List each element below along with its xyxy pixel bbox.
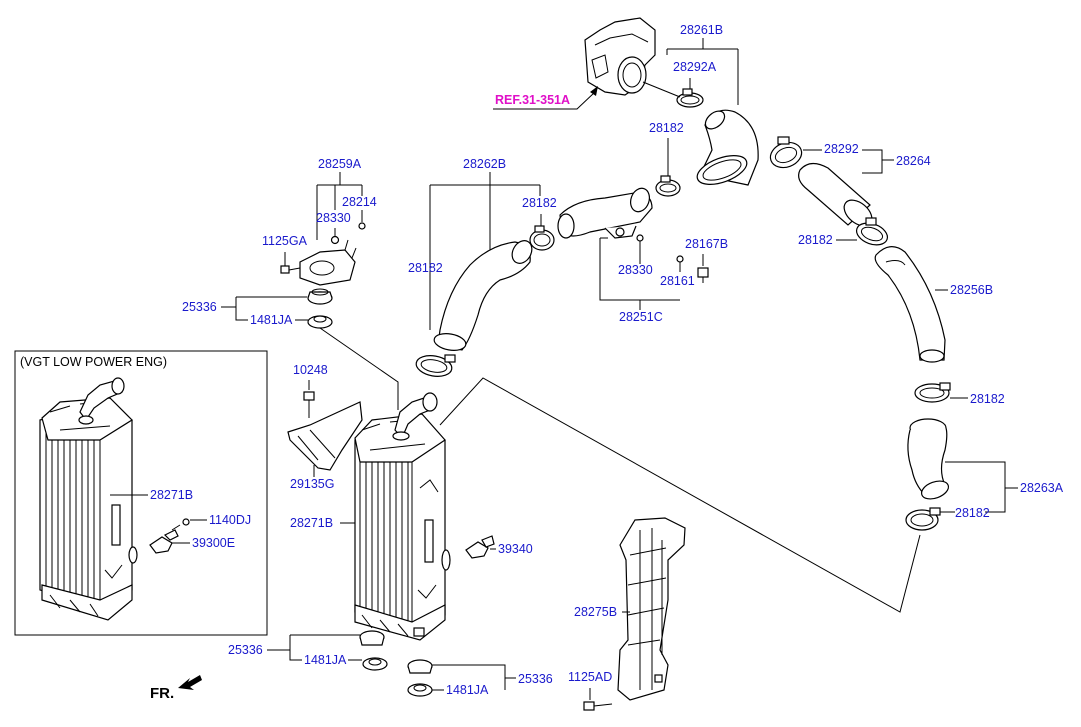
label-28292A: 28292A xyxy=(673,60,717,74)
air-guide-28275B xyxy=(617,517,686,701)
label-28182-r3: 28182 xyxy=(955,506,990,520)
label-1125GA: 1125GA xyxy=(262,234,308,248)
intercooler-28271B xyxy=(354,392,451,641)
hose-28262B xyxy=(433,240,533,351)
label-28271B-main: 28271B xyxy=(290,516,333,530)
label-39340: 39340 xyxy=(498,542,533,556)
bolt-1125GA xyxy=(280,265,301,274)
bolt-1125AD xyxy=(583,701,613,711)
label-25336-top: 25336 xyxy=(182,300,217,314)
bracket-28259A xyxy=(299,239,357,286)
throttle-body-drawing xyxy=(584,17,656,96)
label-28214: 28214 xyxy=(342,195,377,209)
bushing-25336-bl xyxy=(359,630,385,646)
inset-frame xyxy=(14,350,268,636)
clamp-28182-r3 xyxy=(905,507,941,531)
bolt-28167B xyxy=(697,267,709,283)
hose-28264 xyxy=(798,162,873,227)
pipe-28256B xyxy=(874,246,946,363)
label-10248: 10248 xyxy=(293,363,328,377)
nut-1481JA-top xyxy=(307,315,333,329)
inset-title: (VGT LOW POWER ENG) xyxy=(20,355,167,369)
bracket-29135G xyxy=(287,401,363,471)
label-1125AD: 1125AD xyxy=(568,670,612,684)
bushing-25336-top xyxy=(307,288,333,305)
pipe-28251C xyxy=(557,187,653,239)
label-28167B: 28167B xyxy=(685,237,728,251)
front-direction-label: FR. xyxy=(150,685,174,702)
bolt-10248 xyxy=(303,391,315,418)
reference-label[interactable]: REF.31-351A xyxy=(495,93,570,107)
clamp-28182-top xyxy=(655,175,681,197)
label-28262B: 28262B xyxy=(463,157,506,171)
label-28271B-inset: 28271B xyxy=(150,488,193,502)
label-28292: 28292 xyxy=(824,142,859,156)
label-1481JA-top: 1481JA xyxy=(250,313,293,327)
label-25336-bl: 25336 xyxy=(228,643,263,657)
label-1140DJ: 1140DJ xyxy=(209,513,251,527)
label-1481JA-bl: 1481JA xyxy=(304,653,347,667)
label-28182-top: 28182 xyxy=(649,121,684,135)
label-28259A: 28259A xyxy=(318,157,362,171)
label-28182-r2: 28182 xyxy=(970,392,1005,406)
clamp-28292A xyxy=(676,88,704,108)
label-28330-a: 28330 xyxy=(316,211,351,225)
inset-intercooler-drawing xyxy=(39,377,190,621)
nut-1481JA-br xyxy=(407,683,433,697)
label-28256B: 28256B xyxy=(950,283,993,297)
label-25336-br: 25336 xyxy=(518,672,553,686)
label-28251C: 28251C xyxy=(619,310,663,324)
clamp-28182-r1 xyxy=(855,217,889,246)
hose-28263A xyxy=(907,418,950,500)
nut-1481JA-bl xyxy=(362,657,388,671)
label-39300E: 39300E xyxy=(192,536,235,550)
sensor-39340 xyxy=(465,535,495,559)
label-28275B: 28275B xyxy=(574,605,617,619)
hose-28261B xyxy=(696,109,759,186)
front-arrow-icon xyxy=(178,675,202,690)
label-28263A: 28263A xyxy=(1020,481,1064,495)
clamp-28182-mid xyxy=(529,225,555,251)
clamp-28182-left xyxy=(415,354,456,377)
label-28161: 28161 xyxy=(660,274,695,288)
bushing-25336-br xyxy=(407,659,433,674)
clamp-28292 xyxy=(769,136,803,169)
label-1481JA-br: 1481JA xyxy=(446,683,489,697)
label-28182-left: 28182 xyxy=(408,261,443,275)
label-28264: 28264 xyxy=(896,154,931,168)
label-28182-mid: 28182 xyxy=(522,196,557,210)
label-28330-b: 28330 xyxy=(618,263,653,277)
label-28261B: 28261B xyxy=(680,23,723,37)
label-28182-r1: 28182 xyxy=(798,233,833,247)
label-29135G: 29135G xyxy=(290,477,334,491)
clamp-28182-r2 xyxy=(914,382,951,403)
